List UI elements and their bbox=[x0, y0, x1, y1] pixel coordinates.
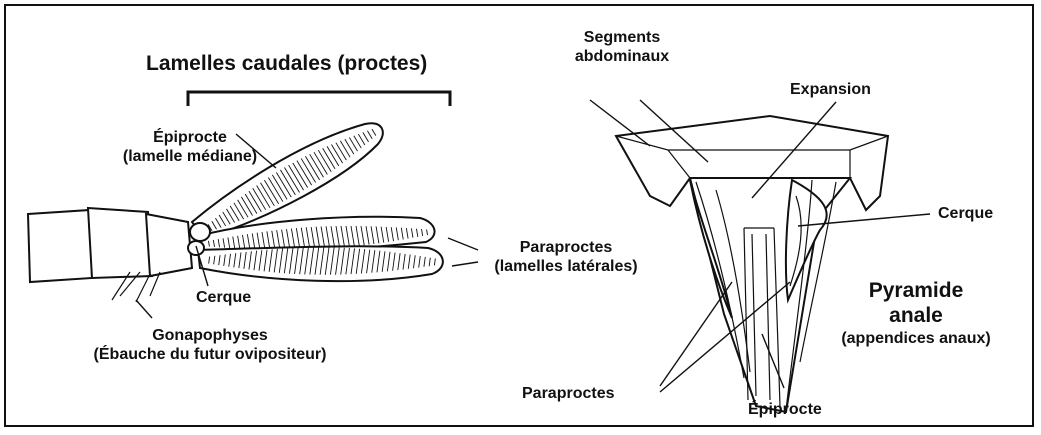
label-gonapophyses-line2: (Ébauche du futur ovipositeur) bbox=[60, 345, 360, 364]
label-pyramide-line3: (appendices anaux) bbox=[826, 328, 1006, 350]
leader-gonapophyses bbox=[136, 300, 152, 318]
paraprocte-lamella-lower bbox=[198, 246, 443, 281]
label-epiprocte: Épiprocte (lamelle médiane) bbox=[110, 128, 270, 166]
label-segments-line2: abdominaux bbox=[562, 47, 682, 66]
left-figure bbox=[28, 92, 478, 318]
label-gonapophyses: Gonapophyses (Ébauche du futur oviposite… bbox=[60, 326, 360, 364]
label-pyramide-line1: Pyramide bbox=[826, 278, 1006, 303]
label-paraproctes-right: Paraproctes bbox=[522, 384, 615, 403]
label-paraproctes-left-line1: Paraproctes bbox=[466, 238, 666, 257]
label-expansion: Expansion bbox=[790, 80, 871, 99]
label-epiprocte-right: Épiprocte bbox=[748, 400, 822, 419]
title-bracket bbox=[188, 92, 450, 106]
label-paraproctes-left: Paraproctes (lamelles latérales) bbox=[466, 238, 666, 276]
abdomen-segments bbox=[28, 208, 192, 282]
label-pyramide-line2: anale bbox=[826, 303, 1006, 328]
label-cerque-left: Cerque bbox=[196, 288, 251, 307]
label-segments-abdominaux: Segments abdominaux bbox=[562, 28, 682, 66]
label-pyramide-anale: Pyramide anale (appendices anaux) bbox=[826, 278, 1006, 350]
label-epiprocte-line1: Épiprocte bbox=[110, 128, 270, 147]
label-segments-line1: Segments bbox=[562, 28, 682, 47]
label-gonapophyses-line1: Gonapophyses bbox=[60, 326, 360, 345]
label-paraproctes-left-line2: (lamelles latérales) bbox=[466, 257, 666, 276]
left-title: Lamelles caudales (proctes) bbox=[146, 52, 427, 76]
leader-paraproctes-1 bbox=[660, 282, 732, 386]
label-epiprocte-line2: (lamelle médiane) bbox=[110, 147, 270, 166]
label-cerque-right: Cerque bbox=[938, 204, 993, 223]
